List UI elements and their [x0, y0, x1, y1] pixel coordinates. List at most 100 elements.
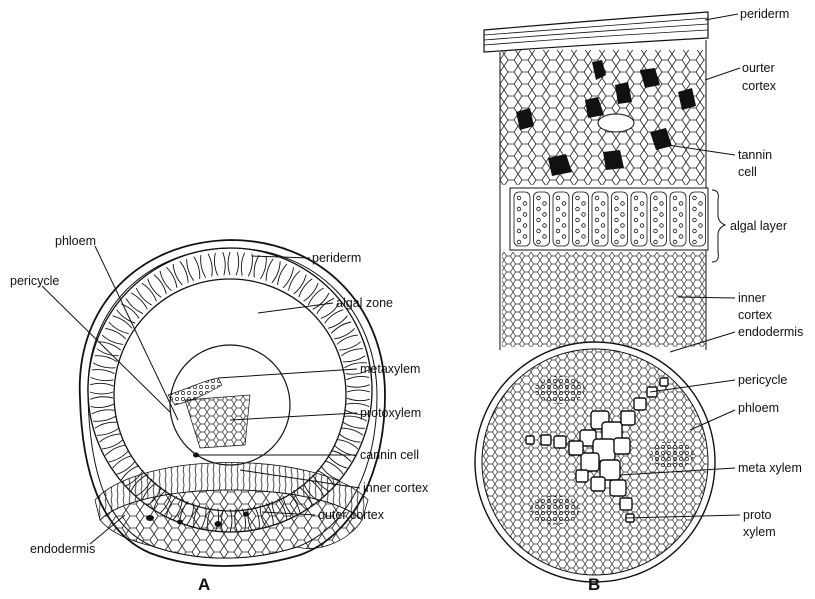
- algal-stripe: [289, 271, 301, 291]
- algal-stripe: [304, 283, 319, 301]
- algal-stripe: [92, 410, 115, 414]
- algal-stripe: [90, 392, 113, 394]
- algal-stripe: [308, 288, 323, 305]
- xylem-vessel: [554, 436, 566, 448]
- algal-stripe: [331, 451, 351, 463]
- xylem-center: [185, 395, 250, 448]
- algal-stripe: [328, 456, 347, 469]
- periderm-lines: [484, 18, 708, 45]
- algal-stripe: [337, 335, 358, 344]
- algal-stripe: [105, 328, 126, 339]
- label-tannin-cell-b-2: cell: [738, 165, 757, 179]
- label-algal-zone: algal zone: [336, 296, 393, 310]
- panel-letter-b: B: [588, 575, 600, 594]
- label-periderm-b: periderm: [740, 7, 789, 21]
- algal-stripe: [331, 322, 351, 334]
- xylem-vessel: [621, 411, 635, 425]
- algal-stripe: [95, 422, 117, 428]
- algal-stripe: [328, 316, 347, 329]
- algal-stripe: [334, 445, 355, 456]
- algal-stripe: [317, 298, 334, 313]
- label-inner-cortex-b-1: inner: [738, 291, 766, 305]
- algal-stripe: [294, 275, 307, 294]
- label-proto-xylem-b-2: xylem: [743, 525, 776, 539]
- label-algal-layer: algal layer: [730, 219, 787, 233]
- algal-stripe: [325, 461, 344, 475]
- algal-stripe: [173, 264, 182, 285]
- label-phloem-b: phloem: [738, 401, 779, 415]
- xylem-vessel: [610, 480, 626, 496]
- label-phloem-a: phloem: [55, 234, 96, 248]
- label-meta-xylem-b: meta xylem: [738, 461, 802, 475]
- xylem-vessel: [541, 435, 551, 445]
- xylem-vessel: [660, 378, 668, 386]
- algal-stripe: [343, 422, 365, 428]
- algal-stripe: [254, 255, 259, 278]
- label-cannin-cell: cannin cell: [360, 448, 419, 462]
- label-outer-cortex-b-1: ourter: [742, 61, 775, 75]
- algal-stripe: [92, 370, 115, 374]
- label-proto-xylem-b-1: proto: [743, 508, 772, 522]
- algal-stripe: [248, 254, 252, 277]
- algal-stripe: [194, 257, 200, 279]
- algal-stripe: [260, 257, 266, 279]
- algal-stripe: [97, 349, 119, 356]
- algal-stripe: [334, 328, 355, 339]
- algal-stripe: [266, 259, 273, 281]
- xylem-vessel: [620, 498, 632, 510]
- label-inner-cortex-a: inner cortex: [363, 481, 429, 495]
- algal-stripe: [299, 279, 313, 298]
- algal-stripe: [325, 310, 344, 324]
- algal-stripe: [93, 416, 116, 421]
- algal-stripe: [347, 398, 370, 401]
- algal-stripe: [117, 461, 136, 475]
- algal-stripe: [113, 456, 132, 469]
- xylem-vessel: [581, 453, 599, 471]
- label-inner-cortex-b-2: cortex: [738, 308, 773, 322]
- label-endodermis-a: endodermis: [30, 542, 95, 556]
- label-outer-cortex-b-2: cortex: [742, 79, 777, 93]
- xylem-vessel: [634, 398, 646, 410]
- algal-stripe: [91, 404, 114, 407]
- algal-stripe: [91, 377, 114, 380]
- label-tannin-cell-b-1: tannin: [738, 148, 772, 162]
- algal-stripe: [160, 271, 172, 291]
- algal-stripe: [102, 440, 123, 449]
- algal-stripe: [105, 445, 126, 456]
- algal-stripe: [341, 428, 363, 435]
- algal-stripe: [228, 252, 230, 275]
- algal-stripe: [148, 279, 162, 298]
- xylem-vessel: [591, 477, 605, 491]
- panel-letter-a: A: [198, 575, 210, 594]
- label-pericycle-a: pericycle: [10, 274, 59, 288]
- algal-stripe: [347, 390, 370, 392]
- label-pericycle-b: pericycle: [738, 373, 787, 387]
- label-metaxylem-a: metaxylem: [360, 362, 420, 376]
- algal-stripe: [343, 356, 365, 362]
- algal-stripe: [136, 288, 151, 305]
- panel-a-drawing: phloem pericycle periderm algal zone met…: [10, 234, 429, 594]
- xylem-vessel: [526, 436, 534, 444]
- algal-stripe: [236, 252, 239, 275]
- algal-stripe: [241, 253, 244, 276]
- algal-stripe: [109, 322, 129, 334]
- algal-stripe: [90, 397, 113, 400]
- algal-stripe: [154, 275, 167, 294]
- label-outer-cortex-a: outer cortex: [318, 508, 385, 522]
- xylem-vessel: [569, 441, 583, 455]
- algal-stripe: [126, 298, 143, 313]
- algal-stripe: [283, 267, 294, 288]
- label-endodermis-b: endodermis: [738, 325, 803, 339]
- algal-stripe: [90, 383, 113, 386]
- algal-stripe: [93, 363, 116, 368]
- algal-stripe: [166, 267, 177, 288]
- algal-stripe: [131, 293, 147, 309]
- algal-stripe: [347, 385, 370, 388]
- algal-stripe: [313, 293, 329, 309]
- xylem-vessel: [614, 438, 630, 454]
- algal-stripe: [223, 252, 226, 275]
- algal-stripe: [208, 254, 212, 277]
- inner-cortex-b: [502, 252, 706, 347]
- xylem-vessel: [576, 470, 588, 482]
